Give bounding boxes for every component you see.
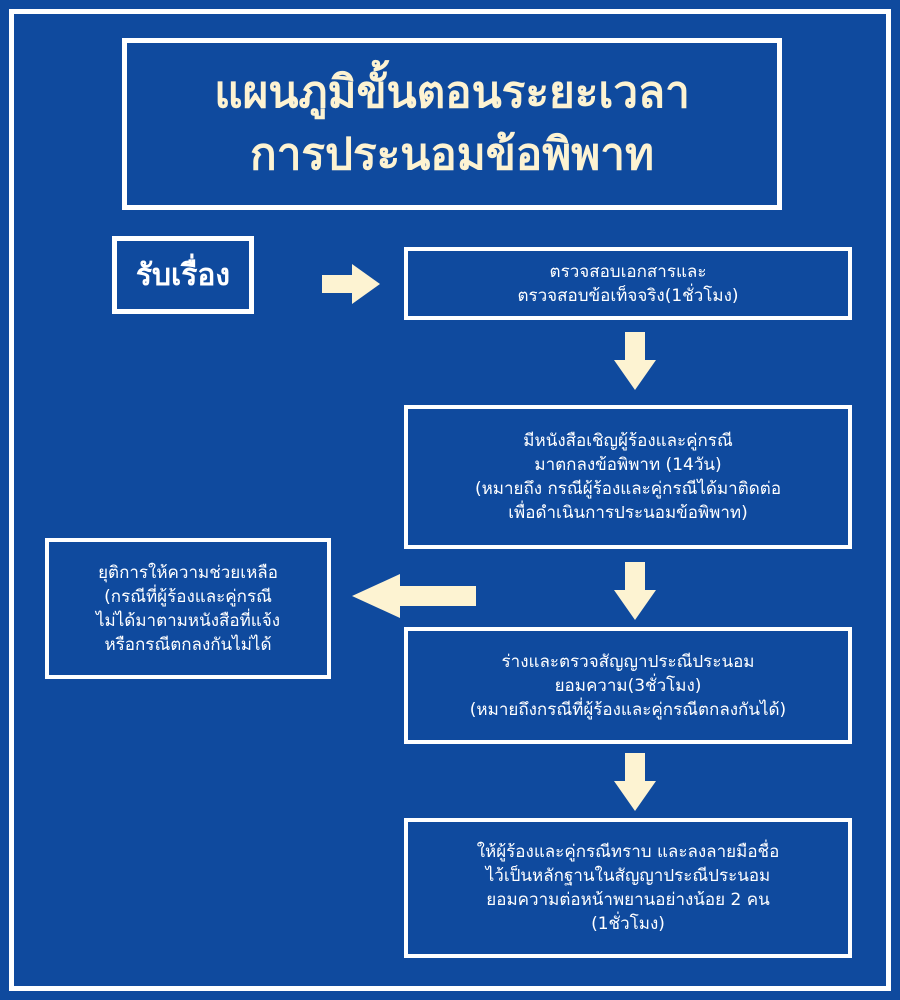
step-2-box: มีหนังสือเชิญผู้ร้องและคู่กรณี มาตกลงข้อ… <box>404 405 852 549</box>
step-1-box: ตรวจสอบเอกสารและ ตรวจสอบข้อเท็จจริง(1ชั่… <box>404 247 852 320</box>
step-3-box: ร่างและตรวจสัญญาประณีประนอม ยอมความ(3ชั่… <box>404 627 852 744</box>
arrow-down-icon <box>614 332 656 390</box>
outer-frame <box>9 9 891 991</box>
start-box: รับเรื่อง <box>112 236 254 314</box>
step-4-line: ให้ผู้ร้องและคู่กรณีทราบ และลงลายมือชื่อ <box>476 842 780 862</box>
step-4-line: ยอมความต่อหน้าพยานอย่างน้อย 2 คน <box>486 890 770 910</box>
terminate-line: ยุติการให้ความช่วยเหลือ <box>98 562 278 583</box>
step-4-line: (1ชั่วโมง) <box>591 914 665 934</box>
start-label: รับเรื่อง <box>135 257 231 293</box>
arrow-down-icon <box>614 562 656 620</box>
terminate-line: (กรณีที่ผู้ร้องและคู่กรณี <box>104 586 272 607</box>
arrow-left-icon <box>352 574 476 618</box>
arrow-down-icon <box>614 753 656 811</box>
diagram-title: แผนภูมิขั้นตอนระยะเวลา การประนอมข้อพิพาท <box>122 38 782 210</box>
step-1-line: ตรวจสอบข้อเท็จจริง(1ชั่วโมง) <box>517 285 739 306</box>
title-line-1: แผนภูมิขั้นตอนระยะเวลา <box>214 67 690 118</box>
step-2-line: มาตกลงข้อพิพาท (14วัน) <box>534 455 722 475</box>
arrow-right-icon <box>322 264 380 304</box>
step-2-line: มีหนังสือเชิญผู้ร้องและคู่กรณี <box>523 431 733 451</box>
terminate-line: หรือกรณีตกลงกันไม่ได้ <box>104 634 272 655</box>
step-2-line: เพื่อดำเนินการประนอมข้อพิพาท) <box>508 503 748 523</box>
step-3-line: ยอมความ(3ชั่วโมง) <box>554 675 702 696</box>
step-4-line: ไว้เป็นหลักฐานในสัญญาประณีประนอม <box>485 866 771 886</box>
step-2-line: (หมายถึง กรณีผู้ร้องและคู่กรณีได้มาติดต่… <box>474 479 782 499</box>
step-3-line: ร่างและตรวจสัญญาประณีประนอม <box>501 651 755 672</box>
step-1-line: ตรวจสอบเอกสารและ <box>549 261 707 282</box>
step-3-line: (หมายถึงกรณีที่ผู้ร้องและคู่กรณีตกลงกันไ… <box>469 699 787 720</box>
terminate-line: ไม่ได้มาตามหนังสือที่แจ้ง <box>95 610 281 631</box>
terminate-box: ยุติการให้ความช่วยเหลือ (กรณีที่ผู้ร้องแ… <box>45 538 331 679</box>
step-4-box: ให้ผู้ร้องและคู่กรณีทราบ และลงลายมือชื่อ… <box>404 818 852 958</box>
title-line-2: การประนอมข้อพิพาท <box>250 129 654 180</box>
